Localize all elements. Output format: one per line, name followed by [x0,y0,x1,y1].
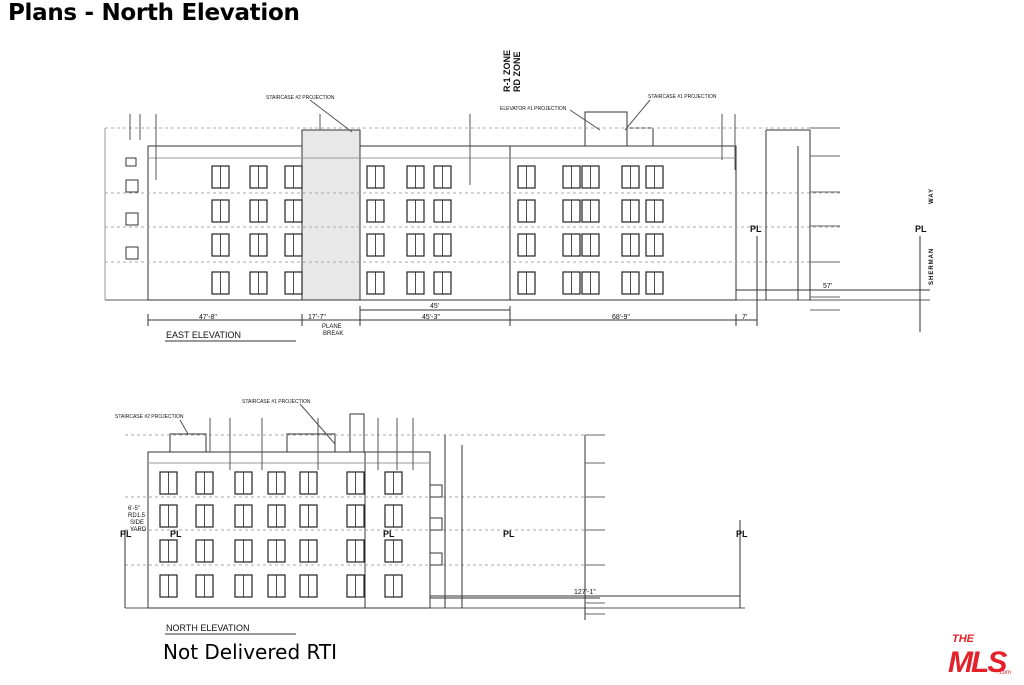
east-dim-3: 45'-3" [422,314,440,321]
plane-break-2: BREAK [323,331,343,337]
north-pl-5: PL [736,529,748,539]
east-elevation-caption: EAST ELEVATION [166,330,241,340]
east-elevation-windows [211,165,664,295]
east-dim-2: 17'-7" [308,314,326,321]
street-sherman: SHERMAN [929,248,935,285]
east-dim-overall: 45' [430,303,439,310]
side-yard-1: 6'-5" [128,506,140,512]
zone-label-rd: RD ZONE [512,52,522,93]
side-yard-3: SIDE [130,520,144,526]
north-elevation-windows [159,471,403,598]
north-pl-3: PL [383,529,395,539]
logo-mls: MLS [948,646,1007,676]
north-elevation-caption: NORTH ELEVATION [166,623,250,633]
street-way: WAY [929,188,935,204]
north-staircase1-label: STAIRCASE #1 PROJECTION [242,399,311,405]
delivery-status: Not Delivered RTI [163,640,338,664]
north-pl-1: PL [120,529,132,539]
mls-logo: THE MLS .com [948,633,1011,676]
logo-com: .com [998,670,1011,676]
north-dim: 127'-1" [574,589,596,596]
east-elevator-label: ELEVATOR #1 PROJECTION [500,106,567,112]
logo-the: THE [952,633,975,645]
east-dim-5: 7' [742,314,747,321]
east-staircase2-label: STAIRCASE #2 PROJECTION [266,95,335,101]
east-pl-right: PL [915,224,927,234]
east-dim-1: 47'-8" [199,314,217,321]
page-title: Plans - North Elevation [8,0,300,26]
east-staircase1-label: STAIRCASE #1 PROJECTION [648,94,717,100]
east-pl-left: PL [750,224,762,234]
north-staircase2-label: STAIRCASE #2 PROJECTION [115,414,184,420]
zone-label-r1: R-1 ZONE [502,50,512,92]
north-pl-4: PL [503,529,515,539]
plane-break-1: PLANE [322,324,342,330]
east-dim-right: 57' [823,283,832,290]
east-dim-4: 68'-9" [612,314,630,321]
north-pl-2: PL [170,529,182,539]
side-yard-4: YARD [130,527,147,533]
side-yard-2: RD1.5 [128,513,146,519]
